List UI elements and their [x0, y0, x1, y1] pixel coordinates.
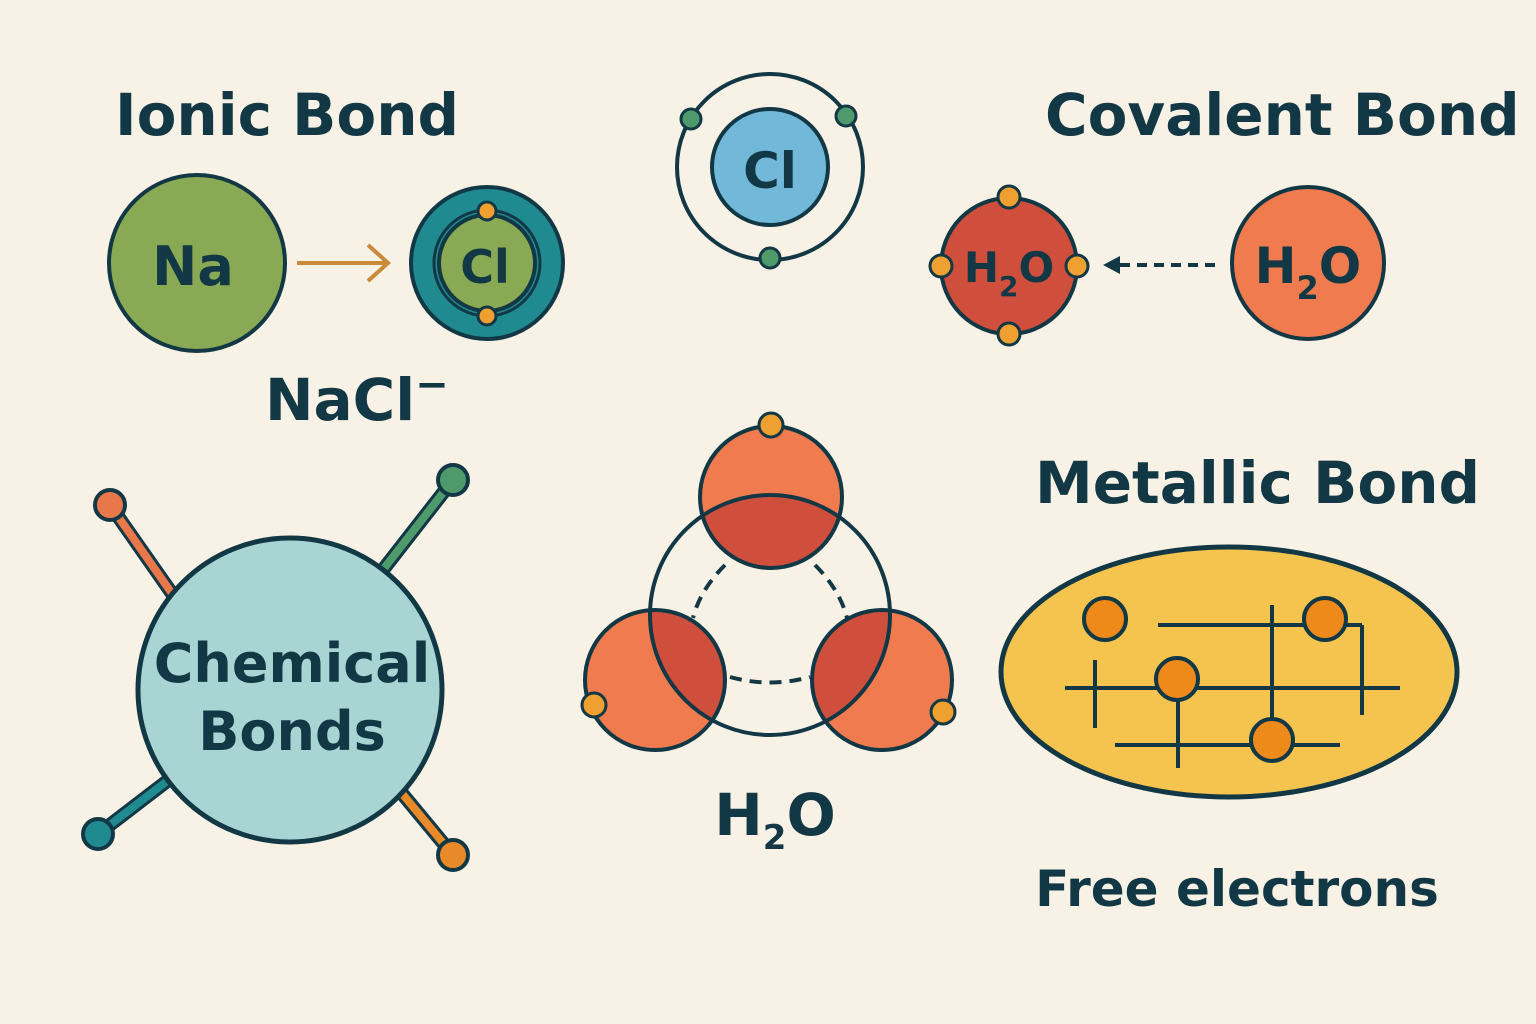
chlorine-label: Cl	[743, 142, 797, 200]
bond-node	[93, 488, 127, 522]
sodium-atom	[107, 173, 287, 353]
electron-sea	[998, 544, 1460, 800]
covalent-bond-group: H2O H2O	[928, 184, 1386, 347]
nacl-label: NaCl−	[265, 362, 449, 434]
electron-icon	[996, 321, 1022, 347]
chlorine-atom-group: Cl	[675, 72, 865, 270]
free-electron-icon	[1249, 717, 1295, 763]
water-molecule-left	[939, 196, 1079, 336]
bond-node	[81, 817, 115, 851]
dashed-arrow-icon	[1103, 256, 1215, 274]
electron-icon	[580, 691, 608, 719]
electron-icon	[929, 698, 957, 726]
center-title-line1: Chemical	[154, 632, 430, 695]
chloride-label: Cl	[460, 240, 510, 294]
water-right-label: H2O	[1255, 237, 1362, 307]
electron-icon	[679, 107, 703, 131]
electron-icon	[476, 200, 498, 222]
electron-icon	[996, 184, 1022, 210]
electron-icon	[476, 305, 498, 327]
chlorine-nucleus	[710, 107, 830, 227]
metallic-bond-title: Metallic Bond	[1035, 449, 1480, 517]
metallic-bond-group: Free electrons	[998, 544, 1460, 918]
bond-node	[436, 838, 470, 872]
covalent-bond-title: Covalent Bond	[1045, 81, 1520, 149]
free-electron-icon	[1154, 656, 1200, 702]
free-electrons-caption: Free electrons	[1035, 860, 1439, 918]
water-left-label: H2O	[964, 243, 1054, 303]
chemical-bonds-group: Chemical Bonds	[81, 463, 470, 872]
transfer-arrow-icon	[297, 243, 391, 283]
free-electron-icon	[1082, 596, 1128, 642]
free-electron-icon	[1302, 596, 1348, 642]
water-label: H2O	[714, 781, 836, 858]
ionic-bond-group: Na Cl NaCl−	[107, 173, 565, 434]
center-title-line2: Bonds	[198, 700, 386, 763]
electron-icon	[928, 253, 954, 279]
electron-icon	[757, 411, 785, 439]
chemical-bonds-circle	[135, 535, 445, 845]
electron-icon	[758, 246, 782, 270]
sodium-label: Na	[152, 235, 234, 298]
bond-node	[436, 463, 470, 497]
electron-icon	[1064, 253, 1090, 279]
water-molecule-right	[1230, 185, 1386, 341]
molecule-ring	[648, 493, 892, 737]
ionic-bond-title: Ionic Bond	[115, 81, 459, 149]
electron-icon	[834, 104, 858, 128]
